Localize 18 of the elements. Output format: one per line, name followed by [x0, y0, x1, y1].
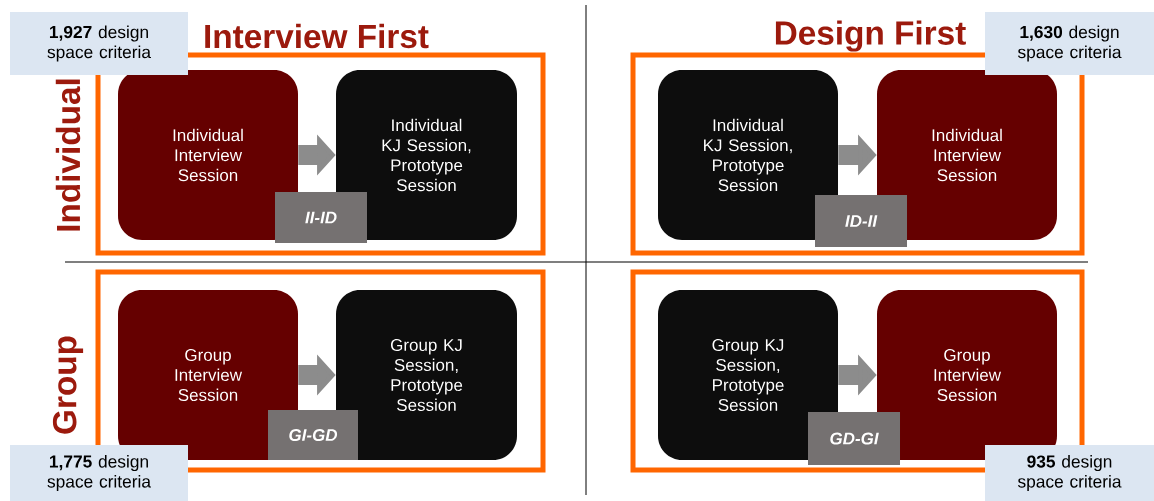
row-heading: Individual [55, 79, 81, 231]
session-box: Individual Interview Session [118, 70, 298, 240]
session-box: Individual Interview Session [877, 70, 1057, 240]
frame [95, 269, 546, 473]
session-box: Individual KJ Session, Prototype Session [658, 70, 838, 240]
note-box: 935 design space criteria [985, 445, 1154, 501]
column-heading: Interview First [205, 23, 429, 49]
condition-tag: II-ID [275, 192, 367, 243]
row-heading: Group [52, 336, 84, 434]
column-heading: Design First [775, 20, 966, 52]
note-box: 1,775 design space criteria [10, 445, 188, 501]
note-box: 1,630 design space criteria [985, 12, 1154, 75]
session-box: Group KJ Session, Prototype Session [336, 290, 517, 460]
condition-tag: ID-II [815, 195, 907, 247]
session-box: Individual KJ Session, Prototype Session [336, 70, 517, 240]
condition-tag: GI-GD [268, 410, 358, 460]
condition-tag: GD-GI [808, 412, 900, 465]
note-box: 1,927 design space criteria [10, 12, 188, 75]
